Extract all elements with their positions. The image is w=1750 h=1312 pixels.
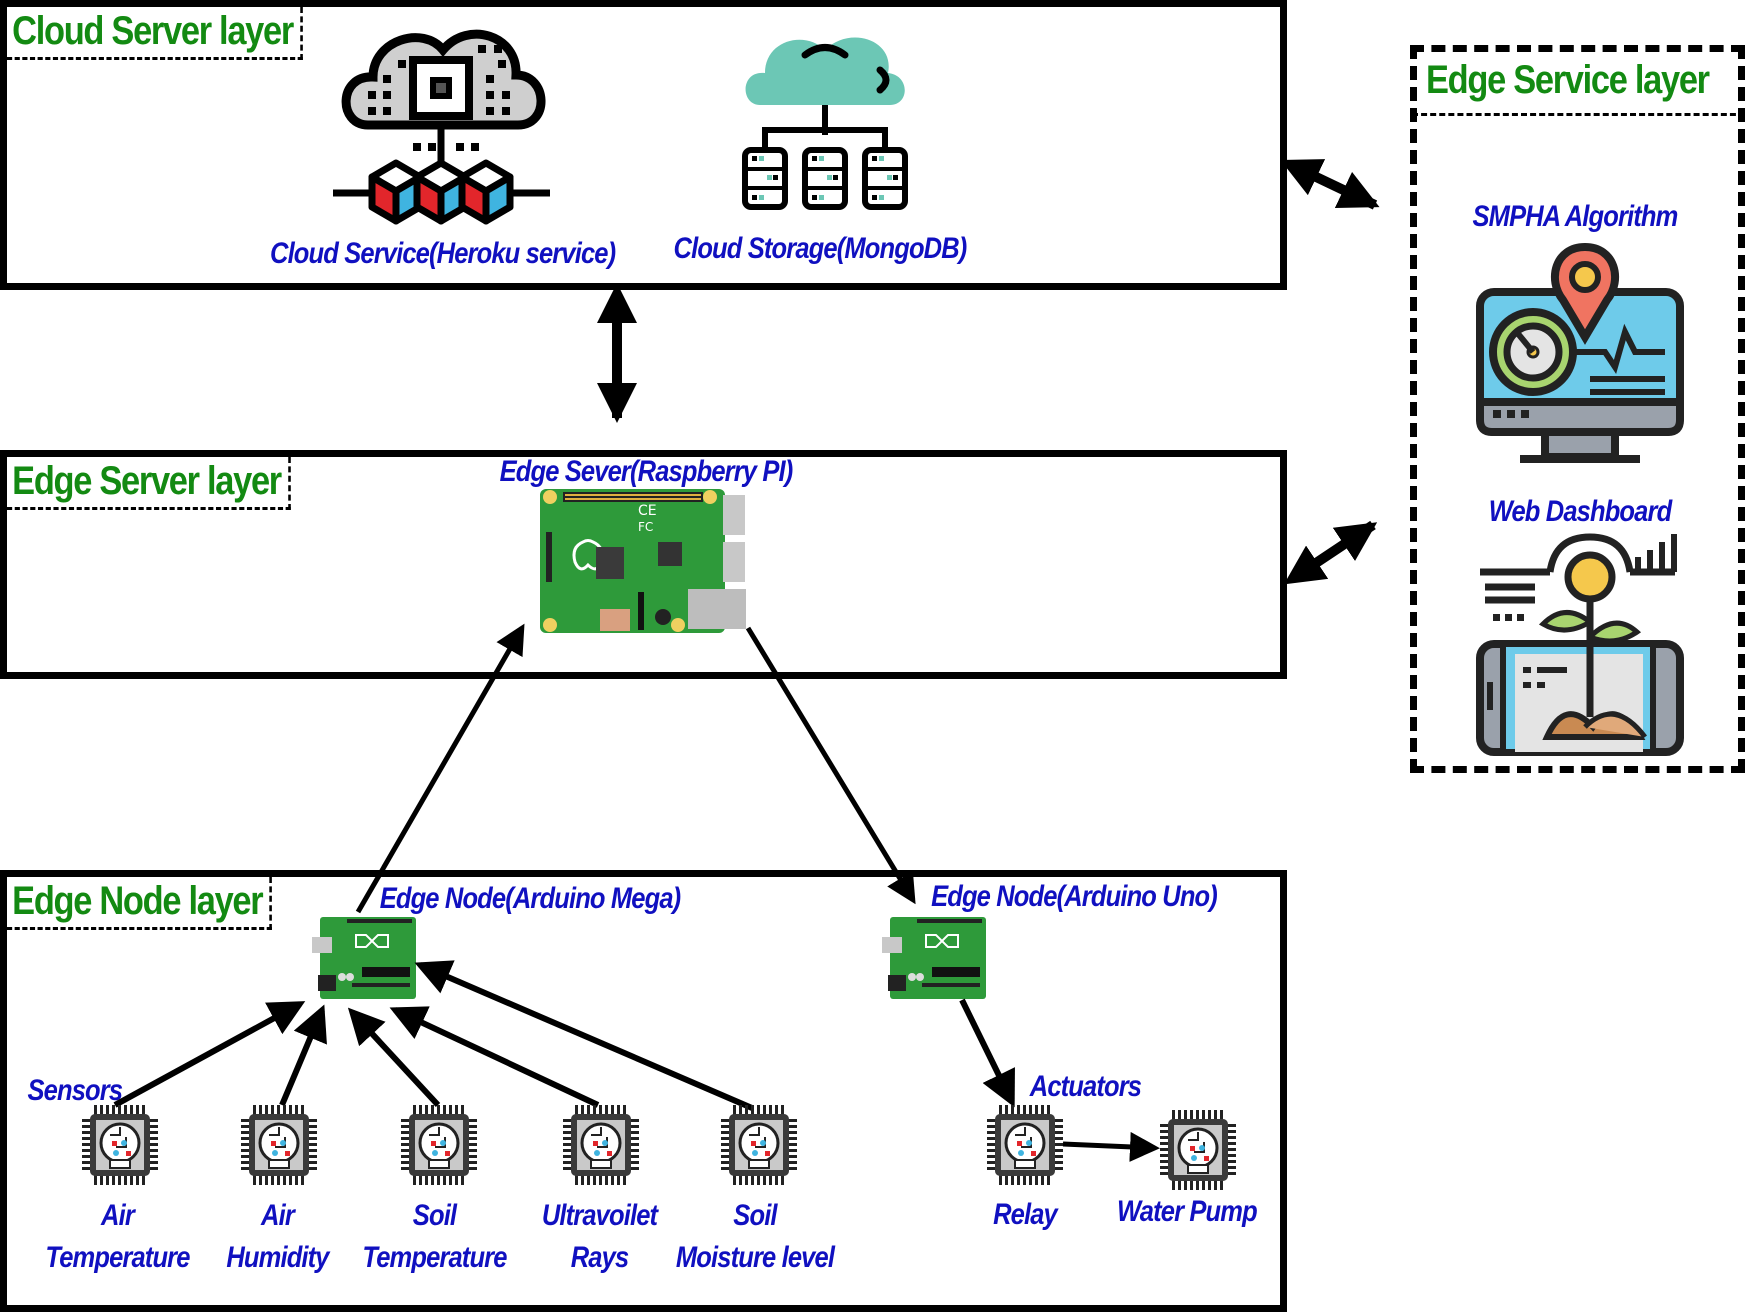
arrow-cloud-edge-service <box>1280 159 1380 210</box>
arrow-edge-server-edge-service <box>1283 520 1378 585</box>
sensor-chip-soil-temperature <box>401 1105 477 1185</box>
arduino-mega-label: Edge Node(Arduino Mega) <box>379 882 681 915</box>
edge-service-layer-title: Edge Service layer <box>1426 58 1710 102</box>
actuator-chip-relay <box>987 1105 1063 1185</box>
edge-service-layer-title-box: Edge Service layer <box>1412 50 1745 116</box>
sensor-chip-air-humidity <box>241 1105 317 1185</box>
raspberry-pi-label: Edge Sever(Raspberry PI) <box>499 455 794 488</box>
edge-server-layer-title: Edge Server layer <box>7 457 291 510</box>
svg-text:CE: CE <box>638 503 657 519</box>
cloud-server-layer-title: Cloud Server layer <box>7 7 303 60</box>
edge-node-layer-title: Edge Node layer <box>7 877 272 930</box>
arduino-mega-board-icon <box>312 917 416 999</box>
cloud-storage-label: Cloud Storage(MongoDB) <box>673 232 968 265</box>
actuators-heading: Actuators <box>1029 1070 1142 1103</box>
cloud-compute-icon <box>333 29 550 225</box>
arduino-uno-board-icon <box>882 917 986 999</box>
sensor-chip-ultraviolet-rays <box>563 1105 639 1185</box>
cloud-storage-icon <box>742 37 908 210</box>
sensor-chip-soil-moisture <box>721 1105 797 1185</box>
arduino-uno-label: Edge Node(Arduino Uno) <box>931 880 1218 913</box>
actuator-label-water-pump: Water Pump <box>1117 1195 1258 1228</box>
smpha-algorithm-label: SMPHA Algorithm <box>1472 200 1679 233</box>
plant-dashboard-icon <box>1476 533 1684 756</box>
actuator-label-relay: Relay <box>993 1198 1058 1231</box>
cloud-server-layer: Cloud Server layer <box>0 0 1287 290</box>
raspberry-pi-board-icon: CE FC <box>540 489 746 633</box>
cloud-service-label: Cloud Service(Heroku service) <box>270 237 616 270</box>
svg-text:FC: FC <box>638 520 653 534</box>
sensors-heading: Sensors <box>27 1074 124 1107</box>
sensor-chip-air-temperature <box>82 1105 158 1185</box>
web-dashboard-label: Web Dashboard <box>1488 495 1672 528</box>
actuator-chip-water-pump <box>1160 1110 1236 1190</box>
monitor-location-icon <box>1476 242 1684 463</box>
